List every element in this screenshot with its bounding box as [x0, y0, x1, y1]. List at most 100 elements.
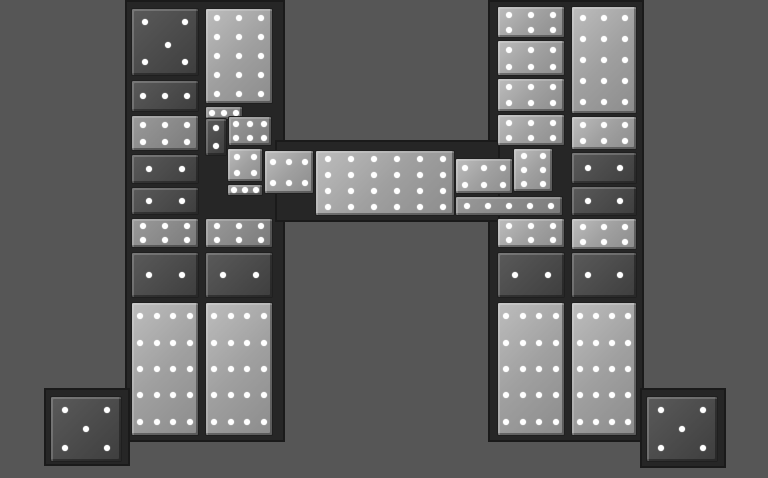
pip	[162, 121, 168, 128]
pip	[577, 366, 583, 372]
pip	[519, 313, 526, 320]
pip	[506, 46, 512, 53]
domino-tile-25[interactable]	[497, 114, 565, 146]
pip	[227, 339, 234, 346]
pip	[260, 366, 267, 372]
domino-tile-19[interactable]	[455, 158, 513, 194]
pip	[506, 11, 512, 18]
pip	[550, 237, 556, 243]
pip	[548, 203, 555, 209]
domino-tile-18[interactable]	[315, 150, 455, 216]
pip	[140, 237, 146, 243]
domino-tile-22[interactable]	[497, 6, 565, 38]
domino-tile-34[interactable]	[571, 252, 637, 298]
pip	[242, 187, 248, 193]
pip	[528, 11, 534, 18]
domino-tile-15[interactable]	[205, 218, 273, 248]
domino-tile-24[interactable]	[497, 78, 565, 112]
pip	[178, 198, 185, 204]
domino-tile-5[interactable]	[131, 218, 199, 248]
pip	[145, 198, 152, 204]
pip	[250, 170, 257, 176]
domino-tile-7[interactable]	[131, 302, 199, 436]
domino-tile-30[interactable]	[571, 116, 637, 150]
pip	[260, 418, 267, 425]
domino-tile-20[interactable]	[513, 148, 553, 192]
domino-tile-13[interactable]	[264, 150, 314, 194]
pip	[137, 392, 144, 399]
domino-tile-17[interactable]	[205, 302, 273, 436]
die-tile-37[interactable]	[646, 396, 718, 462]
pip	[302, 158, 308, 165]
domino-tile-23[interactable]	[497, 40, 565, 76]
pip	[536, 339, 543, 346]
pip	[221, 110, 227, 116]
pip	[579, 78, 586, 85]
domino-tile-26[interactable]	[497, 218, 565, 248]
domino-tile-1[interactable]	[131, 80, 199, 112]
domino-tile-35[interactable]	[571, 302, 637, 436]
pip	[184, 237, 190, 243]
domino-tile-32[interactable]	[571, 186, 637, 216]
pip	[622, 122, 629, 128]
pip	[286, 158, 292, 165]
pip	[625, 392, 631, 399]
pip	[552, 392, 559, 399]
domino-tile-29[interactable]	[571, 6, 637, 114]
pip	[236, 71, 242, 78]
domino-tile-3[interactable]	[131, 154, 199, 184]
pip	[370, 172, 377, 178]
domino-tile-14[interactable]	[227, 184, 263, 196]
pip	[214, 237, 220, 243]
pip	[186, 313, 193, 320]
domino-tile-4[interactable]	[131, 187, 199, 215]
domino-tile-11[interactable]	[228, 116, 272, 146]
pip	[622, 238, 629, 245]
domino-tile-28[interactable]	[497, 302, 565, 436]
domino-tile-12[interactable]	[227, 148, 263, 182]
domino-tile-31[interactable]	[571, 152, 637, 184]
domino-tile-8[interactable]	[205, 8, 273, 104]
pip	[233, 154, 240, 160]
pip	[503, 366, 510, 372]
pip	[625, 366, 631, 372]
pip	[601, 138, 607, 144]
domino-tile-6[interactable]	[131, 252, 199, 298]
pip	[62, 445, 68, 452]
pip	[536, 366, 543, 372]
domino-tile-21[interactable]	[455, 196, 563, 216]
domino-tile-33[interactable]	[571, 218, 637, 250]
pip	[416, 172, 423, 178]
die-tile-0[interactable]	[131, 8, 199, 76]
pip	[593, 339, 599, 346]
pip	[593, 392, 599, 399]
pip	[211, 392, 218, 399]
pip	[184, 93, 190, 99]
die-tile-36[interactable]	[50, 396, 122, 462]
pip	[550, 26, 556, 33]
pip	[593, 313, 599, 320]
pip	[585, 165, 591, 171]
pip	[270, 158, 276, 165]
pip	[622, 99, 629, 106]
domino-tile-27[interactable]	[497, 252, 565, 298]
pip	[137, 418, 144, 425]
pip	[104, 445, 110, 452]
pip	[153, 366, 160, 372]
pip	[213, 125, 219, 131]
pip	[184, 223, 190, 229]
pip	[519, 392, 526, 399]
domino-tile-10[interactable]	[205, 118, 227, 156]
pip	[416, 188, 423, 194]
pip	[178, 166, 185, 172]
pip	[213, 143, 219, 149]
pip	[463, 203, 470, 209]
pip	[658, 445, 664, 452]
pip	[258, 34, 264, 41]
domino-tile-16[interactable]	[205, 252, 273, 298]
pip	[137, 366, 144, 372]
pip	[593, 418, 599, 425]
pip	[186, 339, 193, 346]
pip	[601, 78, 607, 85]
domino-tile-2[interactable]	[131, 115, 199, 151]
